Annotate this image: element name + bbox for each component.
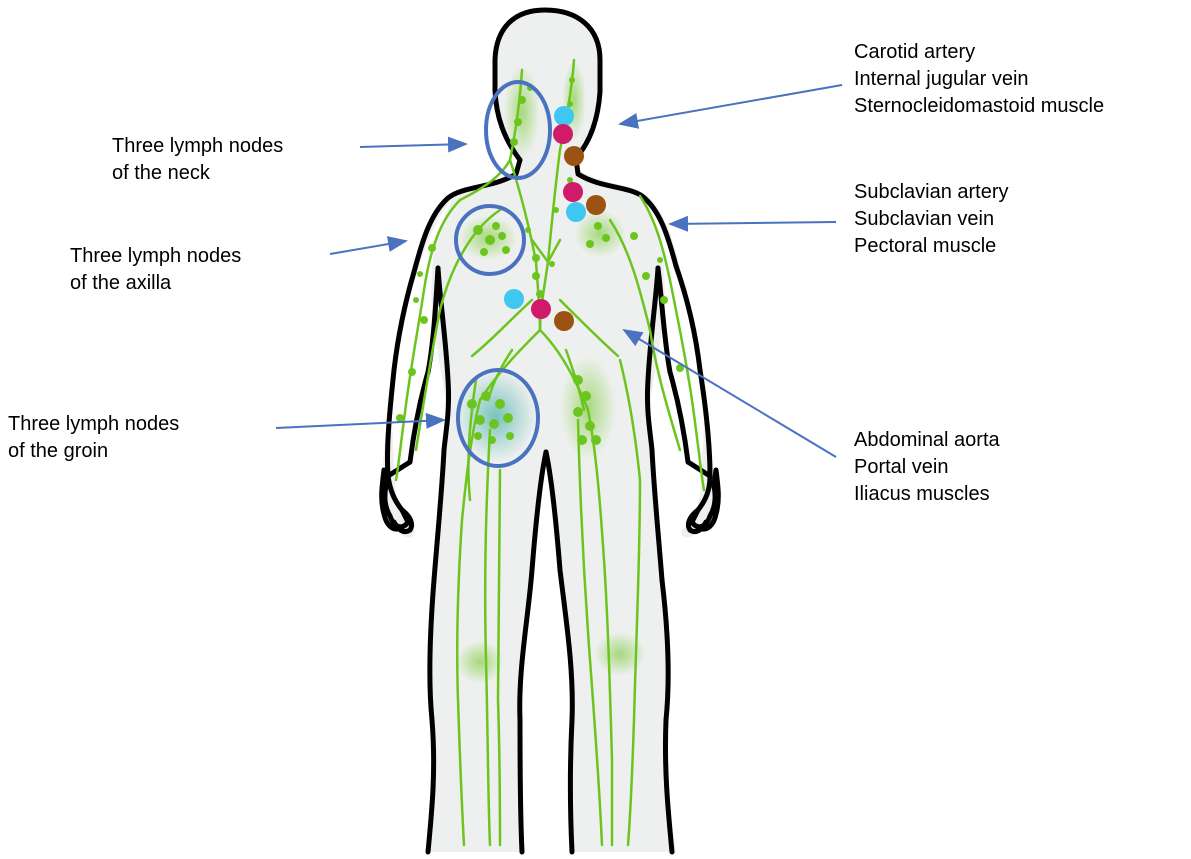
carotid-vein-marker [554, 106, 574, 126]
neck-label-line-1: Three lymph nodes [112, 135, 283, 157]
subclavian-label-line-1: Subclavian artery [854, 181, 1009, 203]
axilla-label: Three lymph nodes of the axilla [70, 245, 247, 294]
abdominal-label-line-2: Portal vein [854, 456, 949, 478]
neck-label-line-2: of the neck [112, 162, 211, 184]
abdominal-artery-marker [531, 299, 551, 319]
carotid-label-line-3: Sternocleidomastoid muscle [854, 95, 1104, 117]
subclavian-vein-marker [566, 202, 586, 222]
abdominal-vein-marker [504, 289, 524, 309]
abdominal-muscle-marker [554, 311, 574, 331]
carotid-muscle-marker [564, 146, 584, 166]
subclavian-label-line-3: Pectoral muscle [854, 235, 996, 257]
groin-label: Three lymph nodes of the groin [8, 413, 185, 462]
subclavian-artery-marker [563, 182, 583, 202]
carotid-label-line-2: Internal jugular vein [854, 68, 1029, 90]
subclavian-label-line-2: Subclavian vein [854, 208, 994, 230]
abdominal-label: Abdominal aorta Portal vein Iliacus musc… [854, 429, 1005, 505]
groin-label-line-2: of the groin [8, 440, 108, 462]
neck-arrow [360, 144, 466, 147]
axilla-label-line-1: Three lymph nodes [70, 245, 241, 267]
abdominal-label-line-1: Abdominal aorta [854, 429, 1001, 451]
axilla-label-line-2: of the axilla [70, 272, 172, 294]
carotid-label-line-1: Carotid artery [854, 41, 975, 63]
neck-label: Three lymph nodes of the neck [112, 135, 289, 184]
carotid-arrow [620, 85, 842, 124]
abdominal-arrow [624, 330, 836, 457]
subclavian-arrow [670, 222, 836, 224]
subclavian-label: Subclavian artery Subclavian vein Pector… [854, 181, 1014, 257]
groin-label-line-1: Three lymph nodes [8, 413, 179, 435]
subclavian-muscle-marker [586, 195, 606, 215]
carotid-artery-marker [553, 124, 573, 144]
carotid-label: Carotid artery Internal jugular vein Ste… [854, 41, 1104, 117]
axilla-arrow [330, 241, 406, 254]
abdominal-label-line-3: Iliacus muscles [854, 483, 990, 505]
